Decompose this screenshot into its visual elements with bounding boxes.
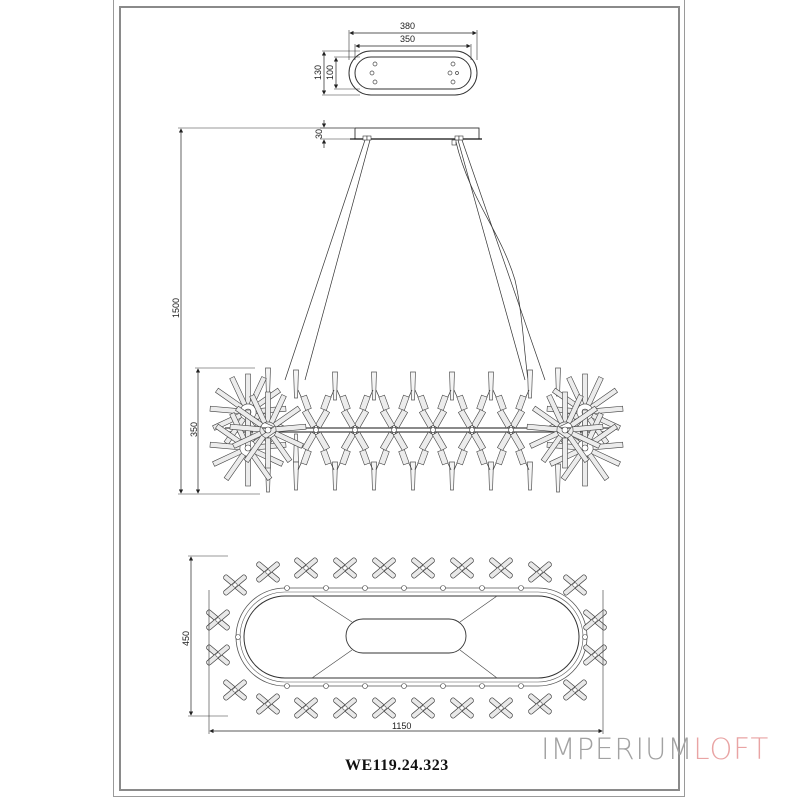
chandelier-side-view: 30 1500 350: [171, 120, 624, 495]
drawing-frame-outer: [113, 0, 685, 797]
dim-canopy-height: 30: [314, 129, 324, 139]
dim-canopy-inner-height: 100: [325, 65, 335, 80]
drawing-frame-inner: [119, 6, 680, 791]
dim-body-height: 350: [189, 422, 199, 437]
canopy-top-view: 380 350 130 100: [313, 21, 478, 96]
watermark-part2: LOFT: [693, 732, 770, 766]
dim-canopy-inner-width: 350: [400, 34, 415, 44]
dim-total-height: 1500: [171, 298, 181, 318]
dim-length: 1150: [392, 721, 411, 731]
watermark-part1: IMPERIUM: [541, 732, 694, 766]
dim-canopy-outer-height: 130: [313, 65, 323, 80]
dim-canopy-outer-width: 380: [400, 21, 415, 31]
dim-depth: 450: [181, 631, 191, 646]
chandelier-top-view: 450 1150: [181, 555, 608, 734]
watermark-logo: IMPERIUMLOFT: [541, 732, 769, 766]
model-code: WE119.24.323: [345, 757, 449, 774]
